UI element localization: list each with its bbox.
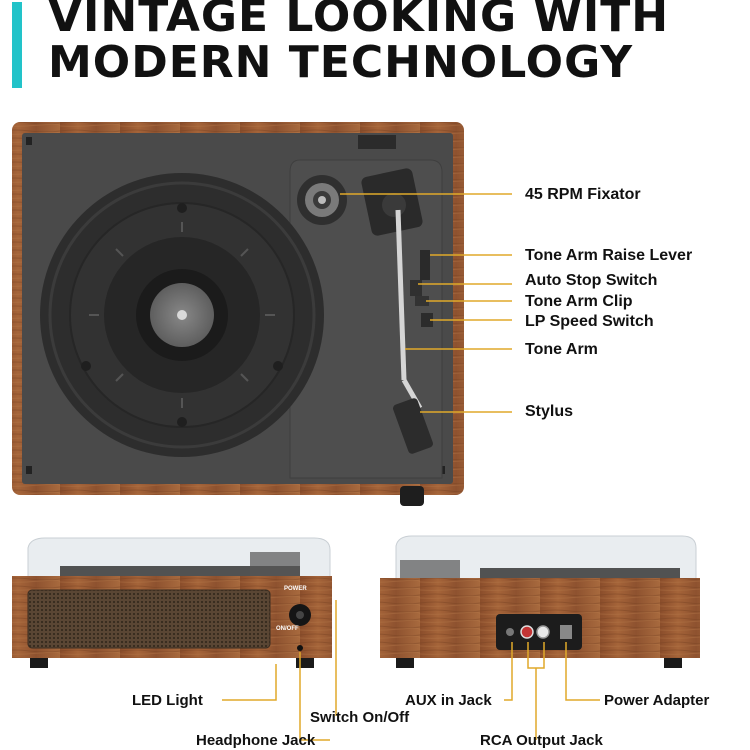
rca-white bbox=[536, 625, 550, 639]
accent-bar bbox=[12, 2, 22, 88]
platter-ring bbox=[48, 181, 316, 449]
callout-led-light: LED Light bbox=[132, 692, 203, 709]
callout-headphone-jack: Headphone Jack bbox=[196, 732, 316, 749]
stylus-headshell bbox=[393, 398, 433, 454]
top-view-turntable bbox=[12, 122, 464, 506]
callout-aux-in-jack: AUX in Jack bbox=[405, 692, 492, 709]
rear-callout-leaders bbox=[504, 642, 600, 740]
callout-switch-on-off: Switch On/Off bbox=[310, 709, 410, 726]
on-off-text: ON/OFF bbox=[276, 626, 299, 632]
tone-arm bbox=[395, 209, 407, 381]
speaker-grille bbox=[27, 589, 271, 649]
callout-rca-output-jack: RCA Output Jack bbox=[480, 732, 603, 749]
callout-tone-arm-raise-lever: Tone Arm Raise Lever bbox=[525, 247, 693, 264]
callout-tone-arm: Tone Arm bbox=[525, 341, 598, 358]
power-knob-top bbox=[400, 486, 424, 506]
corner-mark bbox=[26, 137, 32, 145]
lid-hinge bbox=[358, 135, 396, 149]
rca-red bbox=[520, 625, 534, 639]
spindle bbox=[177, 310, 187, 320]
power-knob-text: POWER bbox=[284, 586, 307, 592]
auto-stop-switch bbox=[410, 280, 422, 296]
callout-45-rpm-fixator: 45 RPM Fixator bbox=[525, 186, 641, 203]
arm-clip bbox=[415, 296, 429, 306]
callout-leaders bbox=[340, 193, 512, 413]
headline-line-1: VINTAGE LOOKING WITH bbox=[48, 0, 670, 42]
raise-lever bbox=[420, 250, 430, 280]
arm-panel bbox=[289, 159, 443, 479]
speed-switch bbox=[421, 313, 433, 327]
rear-view-turntable bbox=[380, 535, 700, 668]
page-title: VINTAGE LOOKING WITH MODERN TECHNOLOGY bbox=[48, 0, 669, 86]
front-callout-leaders bbox=[222, 600, 337, 741]
callout-lp-speed-switch: LP Speed Switch bbox=[525, 313, 654, 330]
callout-stylus: Stylus bbox=[525, 403, 574, 420]
headline-line-2: MODERN TECHNOLOGY bbox=[48, 37, 634, 88]
callout-tone-arm-clip: Tone Arm Clip bbox=[525, 293, 633, 310]
front-view-turntable bbox=[12, 537, 332, 668]
corner-mark bbox=[26, 466, 32, 474]
power-adapter-port bbox=[560, 625, 572, 639]
headphone-jack bbox=[297, 645, 303, 651]
callout-auto-stop-switch: Auto Stop Switch bbox=[525, 272, 658, 289]
aux-jack bbox=[506, 628, 514, 636]
callout-power-adapter: Power Adapter bbox=[604, 692, 710, 709]
